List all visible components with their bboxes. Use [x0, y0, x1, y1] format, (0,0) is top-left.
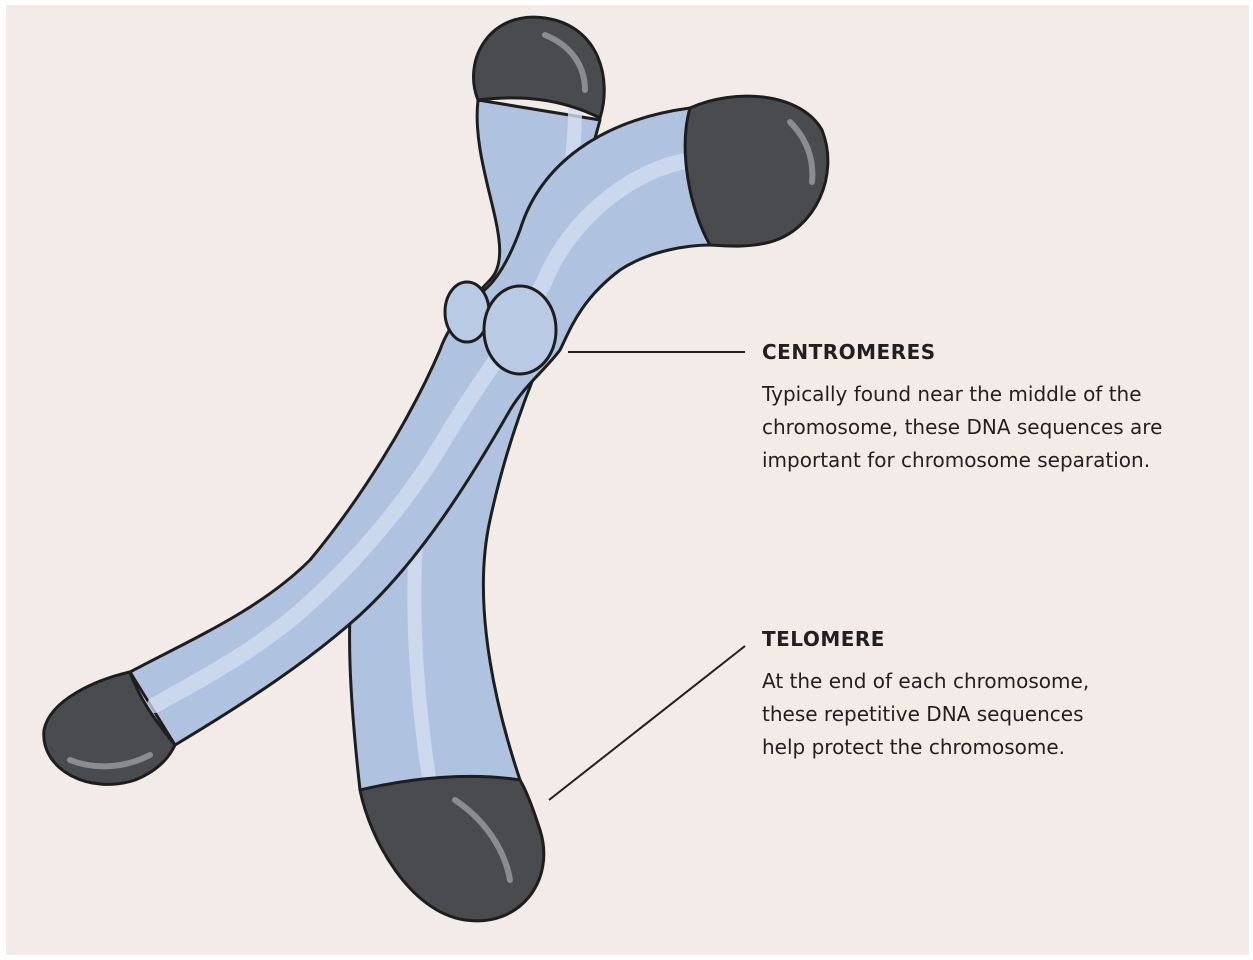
- telomere-leader-line: [549, 646, 745, 800]
- telomere-bottom-right: [360, 776, 544, 921]
- centromeres-title: CENTROMERES: [762, 340, 1242, 364]
- telomere-label: TELOMERE At the end of each chromosome, …: [762, 627, 1242, 764]
- telomere-top-right-cap: [685, 96, 828, 246]
- centromeres-label: CENTROMERES Typically found near the mid…: [762, 340, 1242, 477]
- telomere-description: At the end of each chromosome, these rep…: [762, 665, 1242, 764]
- telomere-bottom-right-cap: [360, 776, 544, 921]
- telomere-top-right: [685, 96, 828, 246]
- centromeres-description: Typically found near the middle of the c…: [762, 378, 1242, 477]
- telomere-title: TELOMERE: [762, 627, 1242, 651]
- centromere-back-lobe: [445, 282, 489, 342]
- centromere-front-lobe: [484, 286, 556, 374]
